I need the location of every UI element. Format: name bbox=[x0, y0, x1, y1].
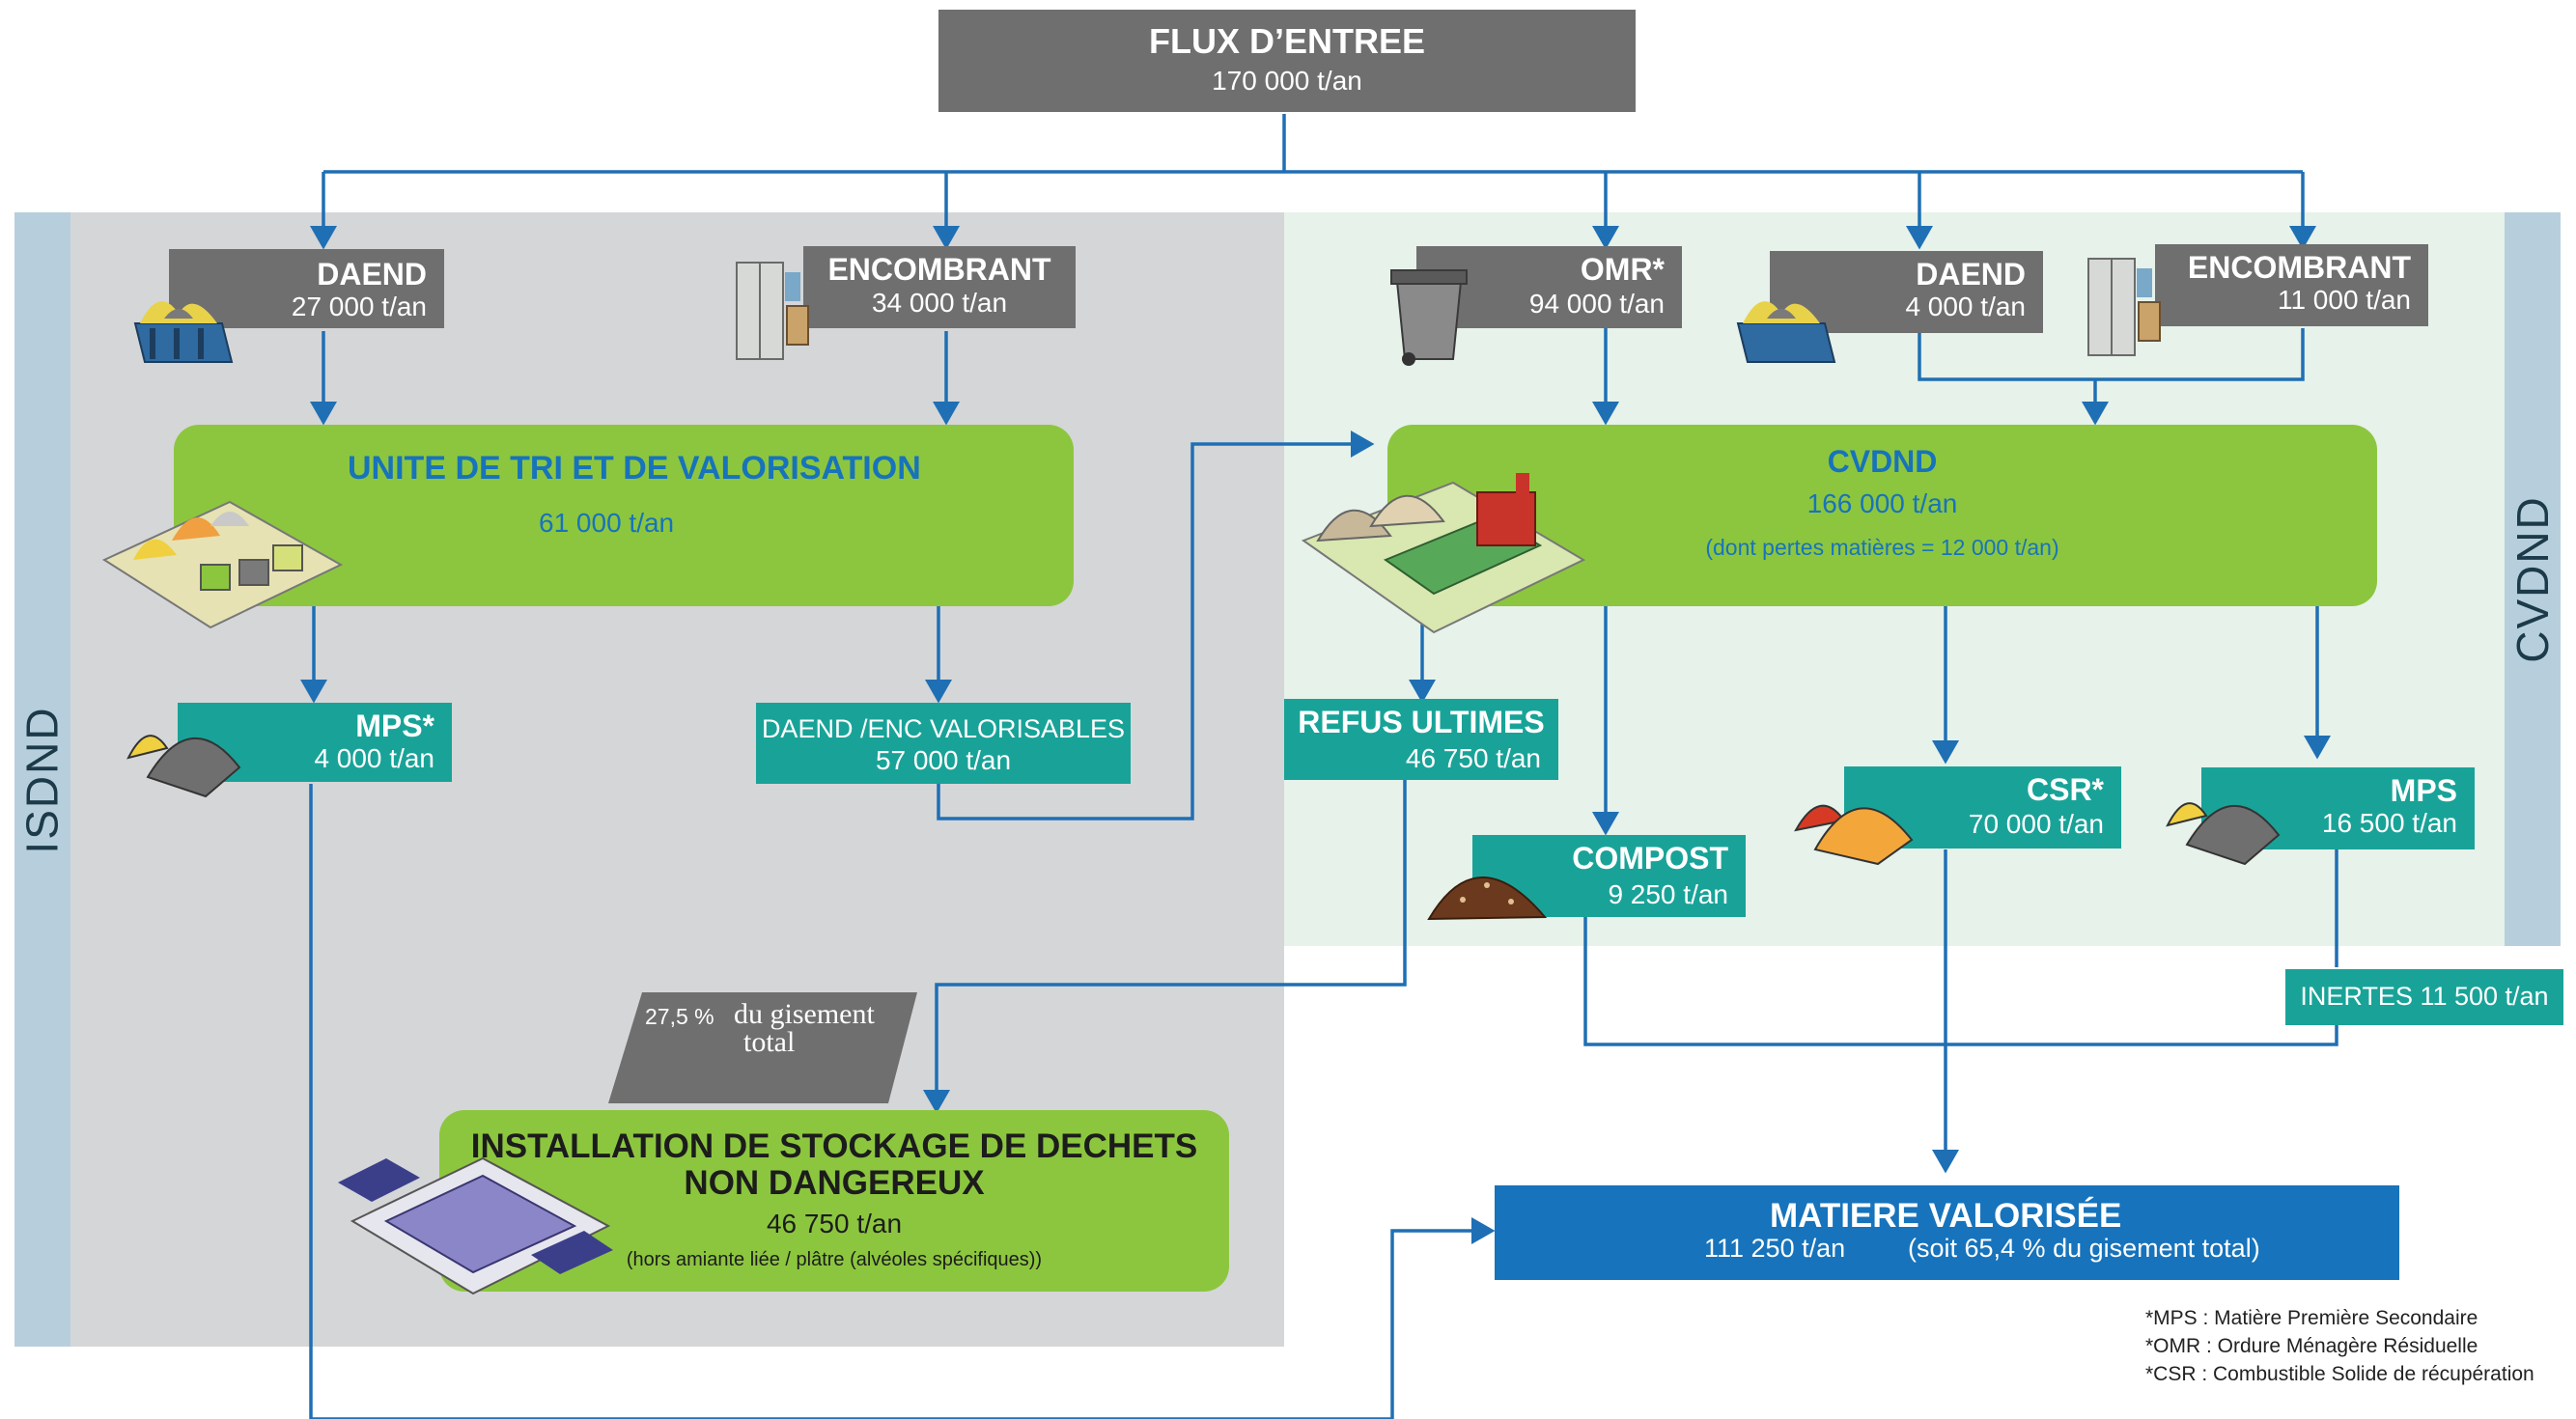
daend-left-title: DAEND bbox=[317, 257, 427, 292]
flow-mps-l-to-matiere bbox=[309, 784, 1496, 1419]
landfill-cell-icon bbox=[338, 1156, 613, 1295]
refus-value: 46 750 t/an bbox=[1405, 743, 1541, 773]
encombrant-right-title: ENCOMBRANT bbox=[2187, 250, 2411, 285]
cvdnd-title: CVDND bbox=[1827, 444, 1938, 479]
stockage-box: INSTALLATION DE STOCKAGE DE DECHETS NON … bbox=[439, 1110, 1229, 1292]
csr-title: CSR* bbox=[2026, 772, 2104, 807]
legend-omr: *OMR : Ordure Ménagère Résiduelle bbox=[2145, 1335, 2478, 1357]
daend-left-box: DAEND 27 000 t/an bbox=[169, 249, 444, 328]
compost-title: COMPOST bbox=[1572, 841, 1728, 876]
flow-refus-to-stockage bbox=[923, 777, 1407, 1114]
encombrant-right-value: 11 000 t/an bbox=[2277, 285, 2411, 315]
encombrant-left-value: 34 000 t/an bbox=[871, 288, 1008, 318]
omr-title: OMR* bbox=[1580, 252, 1665, 287]
inertes-box: INERTES 11 500 t/an bbox=[2285, 969, 2563, 1025]
csr-value: 70 000 t/an bbox=[1968, 809, 2104, 839]
matiere-title: MATIERE VALORISÉE bbox=[1770, 1197, 2122, 1235]
gisement-tag-shape bbox=[608, 992, 917, 1103]
recovery-plant-icon bbox=[1301, 473, 1586, 634]
unite-tri-box: UNITE DE TRI ET DE VALORISATION 61 000 t… bbox=[174, 425, 1074, 606]
material-pile-icon bbox=[2166, 802, 2281, 866]
valorisables-box: DAEND /ENC VALORISABLES 57 000 t/an bbox=[756, 703, 1131, 784]
stockage-value: 46 750 t/an bbox=[766, 1209, 903, 1238]
dumpster-icon bbox=[133, 301, 234, 363]
matiere-value: 111 250 t/an bbox=[1704, 1234, 1846, 1263]
daend-right-title: DAEND bbox=[1916, 257, 2026, 292]
daend-right-value: 4 000 t/an bbox=[1905, 292, 2026, 321]
compost-pile-icon bbox=[1427, 876, 1548, 921]
cvdnd-band: CVDND bbox=[2505, 212, 2561, 946]
stockage-title-line1: INSTALLATION DE STOCKAGE DE DECHETS bbox=[470, 1127, 1198, 1165]
omr-value: 94 000 t/an bbox=[1528, 289, 1665, 319]
mps-left-title: MPS* bbox=[355, 709, 434, 743]
inertes-label: INERTES 11 500 t/an bbox=[2300, 982, 2549, 1011]
dumpster-icon bbox=[1736, 301, 1836, 363]
daend-left-value: 27 000 t/an bbox=[291, 292, 427, 321]
legend-mps: *MPS : Matière Première Secondaire bbox=[2145, 1307, 2478, 1329]
csr-pile-icon bbox=[1794, 804, 1914, 866]
gisement-text-line1: du gisement bbox=[734, 998, 875, 1030]
matiere-box: MATIERE VALORISÉE 111 250 t/an (soit 65,… bbox=[1495, 1185, 2399, 1280]
valorisables-value: 57 000 t/an bbox=[875, 745, 1012, 775]
material-pile-icon bbox=[126, 735, 241, 798]
mps-left-value: 4 000 t/an bbox=[314, 743, 434, 773]
gisement-text-line2: total bbox=[743, 1026, 796, 1058]
stockage-title-line2: NON DANGEREUX bbox=[684, 1164, 985, 1202]
flow-daend-enc-merge bbox=[1918, 328, 2305, 381]
trash-bin-icon bbox=[1390, 269, 1468, 366]
mps-right-value: 16 500 t/an bbox=[2321, 808, 2457, 838]
encombrant-left-title: ENCOMBRANT bbox=[827, 252, 1051, 287]
encombrant-left-box: ENCOMBRANT 34 000 t/an bbox=[803, 246, 1076, 328]
furniture-icon bbox=[2087, 258, 2161, 356]
encombrant-right-box: ENCOMBRANT 11 000 t/an bbox=[2155, 244, 2428, 326]
cvdnd-value: 166 000 t/an bbox=[1806, 488, 1958, 518]
flux-entree-box: FLUX D’ENTREE 170 000 t/an bbox=[938, 10, 1636, 112]
unite-tri-title: UNITE DE TRI ET DE VALORISATION bbox=[348, 450, 921, 487]
compost-box: COMPOST 9 250 t/an bbox=[1472, 835, 1746, 917]
compost-value: 9 250 t/an bbox=[1608, 879, 1728, 909]
valorisables-title: DAEND /ENC VALORISABLES bbox=[761, 714, 1126, 743]
gisement-percent: 27,5 % bbox=[645, 1004, 714, 1029]
unite-tri-value: 61 000 t/an bbox=[539, 508, 675, 538]
isdnd-band: ISDND bbox=[14, 212, 70, 1347]
flow-compost-line bbox=[1583, 917, 2338, 1046]
refus-box: REFUS ULTIMES 46 750 t/an bbox=[1284, 699, 1558, 780]
cvdnd-note: (dont pertes matières = 12 000 t/an) bbox=[1705, 535, 2059, 560]
stockage-note: (hors amiante liée / plâtre (alvéoles sp… bbox=[626, 1249, 1043, 1270]
flux-entree-title: FLUX D’ENTREE bbox=[1148, 21, 1425, 61]
matiere-note: (soit 65,4 % du gisement total) bbox=[1908, 1234, 2260, 1263]
mps-right-title: MPS bbox=[2390, 773, 2457, 808]
furniture-icon bbox=[736, 262, 809, 360]
flux-entree-value: 170 000 t/an bbox=[1212, 66, 1362, 96]
refus-title: REFUS ULTIMES bbox=[1298, 705, 1545, 739]
sorting-platform-icon bbox=[101, 500, 344, 629]
flow-valorisables-to-cvdnd bbox=[937, 431, 1375, 821]
legend-csr: *CSR : Combustible Solide de récupératio… bbox=[2145, 1363, 2534, 1385]
